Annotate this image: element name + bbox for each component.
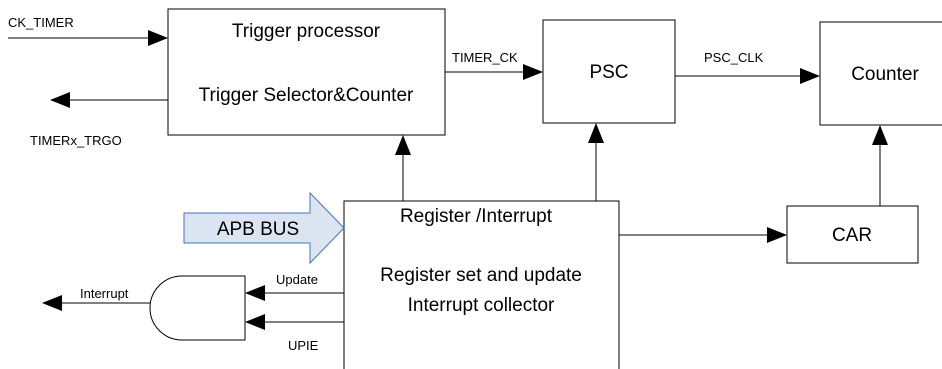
upie-arrowhead [245, 314, 265, 330]
ck-timer-label: CK_TIMER [8, 15, 74, 30]
psc-label: PSC [589, 62, 628, 83]
and-gate [149, 275, 246, 341]
interrupt-label: Interrupt [80, 286, 129, 301]
update-arrowhead [245, 285, 265, 301]
psc-clk-label: PSC_CLK [704, 50, 764, 65]
trgo-arrowhead [50, 92, 70, 108]
car-label: CAR [832, 225, 872, 246]
register-title: Register /Interrupt [400, 206, 553, 227]
counter-label: Counter [851, 64, 919, 85]
trgo-label: TIMERx_TRGO [30, 133, 122, 148]
upie-label: UPIE [288, 338, 319, 353]
ck-timer-arrowhead [148, 30, 168, 46]
psc-block [542, 19, 676, 124]
trigger-processor-block [167, 8, 446, 136]
apb-bus-arrow [183, 191, 345, 265]
psc-clk-arrowhead [800, 68, 820, 84]
update-label: Update [276, 272, 318, 287]
register-interrupt-block [343, 200, 620, 369]
register-line1: Register set and update [380, 265, 582, 286]
car-to-counter-arrowhead [872, 125, 888, 145]
timer-ck-arrowhead [523, 64, 543, 80]
trigger-title: Trigger processor [232, 21, 381, 42]
reg-to-car-arrowhead [767, 227, 787, 243]
register-line2: Interrupt collector [408, 295, 555, 316]
reg-to-trigger-arrowhead [395, 135, 411, 155]
reg-to-psc-arrowhead [588, 123, 604, 143]
car-block [786, 205, 919, 264]
counter-block [819, 21, 942, 126]
timer-ck-label: TIMER_CK [452, 50, 518, 65]
interrupt-arrowhead [42, 295, 62, 311]
trigger-subtitle: Trigger Selector&Counter [199, 85, 414, 106]
apb-bus-label: APB BUS [217, 219, 299, 240]
